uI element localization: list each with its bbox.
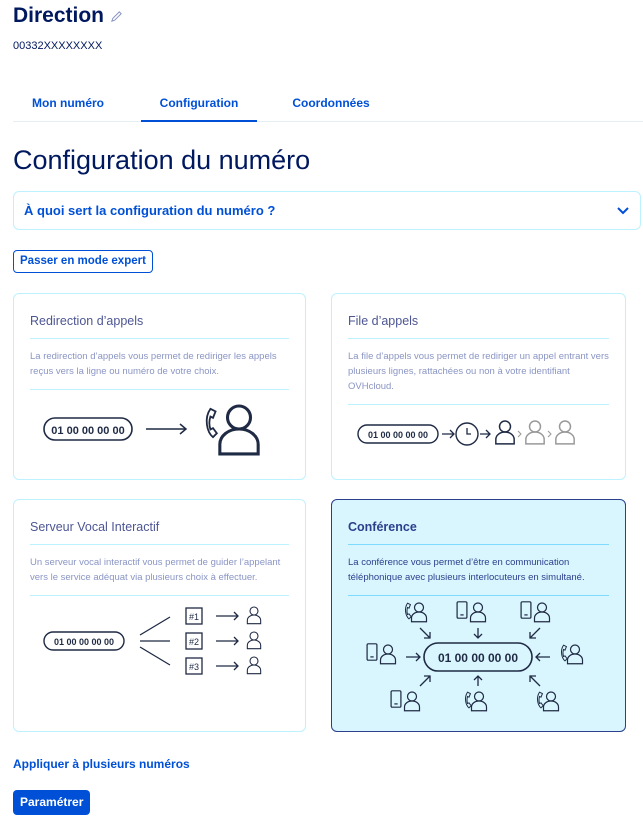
tab-configuration[interactable]: Configuration — [141, 90, 257, 122]
person-icon — [469, 602, 486, 623]
number-pill: 01 00 00 00 00 — [51, 425, 124, 437]
person-icon — [246, 631, 261, 650]
apply-multiple-numbers-link[interactable]: Appliquer à plusieurs numéros — [13, 757, 190, 771]
person-icon — [246, 606, 261, 625]
card-description: La redirection d’appels vous permet de r… — [30, 339, 289, 390]
person-icon — [494, 420, 515, 445]
card-title: Serveur Vocal Interactif — [30, 520, 289, 545]
person-icon — [217, 404, 260, 456]
phone-number: 00332XXXXXXXX — [13, 40, 103, 52]
person-icon — [470, 691, 487, 712]
ivr-choice: #1 — [188, 612, 198, 622]
expert-mode-button[interactable]: Passer en mode expert — [13, 250, 153, 273]
phone-handset-icon — [536, 691, 544, 709]
tab-bar: Mon numéro Configuration Coordonnées — [13, 90, 643, 122]
person-icon — [542, 691, 559, 712]
parametrer-button[interactable]: Paramétrer — [13, 790, 91, 815]
ivr-illustration: 01 00 00 00 00 #1 #2 #3 — [42, 606, 261, 675]
mobile-phone-icon — [365, 643, 378, 661]
card-file-appels[interactable]: File d’appels La file d’appels vous perm… — [331, 293, 626, 480]
card-conference[interactable]: Conférence La conférence vous permet d’ê… — [331, 499, 626, 732]
mobile-phone-icon — [519, 601, 532, 619]
person-icon — [379, 644, 396, 665]
card-title: Conférence — [348, 520, 609, 545]
queue-illustration: 01 00 00 00 00 — [356, 420, 575, 446]
card-description: Un serveur vocal interactif vous permet … — [30, 545, 289, 596]
card-svi[interactable]: Serveur Vocal Interactif Un serveur voca… — [13, 499, 306, 732]
number-pill: 01 00 00 00 00 — [53, 637, 113, 647]
page-title: Configuration du numéro — [13, 145, 311, 175]
edit-pencil-icon[interactable] — [110, 10, 123, 23]
ivr-choice: #3 — [188, 662, 198, 672]
redirection-illustration: 01 00 00 00 00 — [42, 404, 260, 456]
card-title: File d’appels — [348, 314, 609, 339]
number-pill: 01 00 00 00 00 — [437, 651, 517, 665]
conference-illustration: 01 00 00 00 00 — [365, 601, 583, 712]
person-icon — [533, 602, 550, 623]
person-icon — [403, 691, 420, 712]
ivr-choice: #2 — [188, 637, 198, 647]
number-pill: 01 00 00 00 00 — [367, 430, 427, 440]
person-icon — [566, 644, 583, 665]
phone-handset-icon — [464, 691, 472, 709]
clock-icon — [454, 422, 479, 446]
person-icon — [524, 420, 545, 445]
card-description: La file d’appels vous permet de redirige… — [348, 339, 609, 405]
help-accordion[interactable]: À quoi sert la configuration du numéro ? — [13, 191, 641, 230]
page-header-title: Direction — [13, 4, 123, 28]
mobile-phone-icon — [455, 601, 468, 619]
phone-handset-icon — [205, 407, 218, 439]
person-icon — [246, 656, 261, 675]
tab-coordonnees[interactable]: Coordonnées — [292, 96, 370, 110]
card-redirection[interactable]: Redirection d’appels La redirection d’ap… — [13, 293, 306, 480]
phone-handset-icon — [560, 644, 568, 662]
tab-mon-numero[interactable]: Mon numéro — [32, 96, 104, 110]
accordion-label: À quoi sert la configuration du numéro ? — [24, 203, 276, 218]
phone-handset-icon — [404, 602, 412, 620]
card-title: Redirection d’appels — [30, 314, 289, 339]
mobile-phone-icon — [389, 690, 402, 708]
person-icon — [410, 602, 427, 623]
chevron-down-icon — [617, 206, 629, 214]
person-icon — [554, 420, 575, 445]
line-name: Direction — [13, 4, 105, 27]
card-description: La conférence vous permet d’être en comm… — [348, 545, 609, 596]
